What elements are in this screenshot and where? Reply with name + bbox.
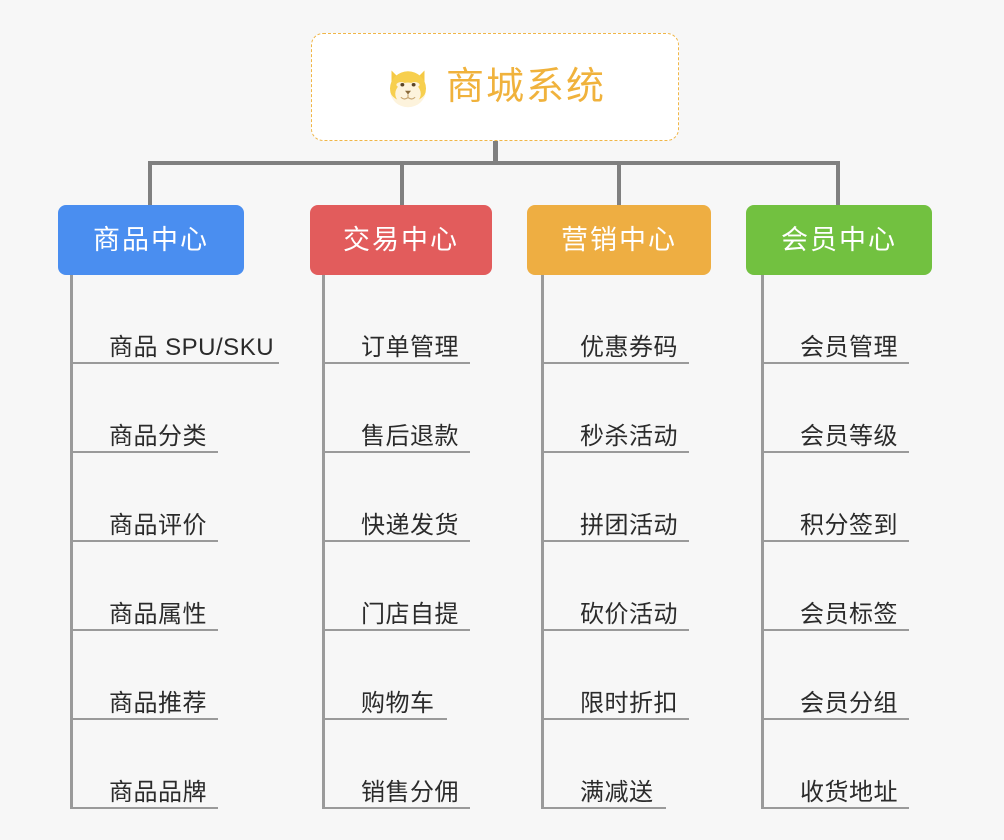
category-box-会员中心[interactable]: 会员中心 <box>746 205 932 275</box>
leaf-label: 快递发货 <box>361 511 459 539</box>
leaf-underline <box>73 629 218 631</box>
leaf-label: 拼团活动 <box>580 511 678 539</box>
leaf-item[interactable]: 会员标签 <box>764 542 971 631</box>
leaf-label: 商品分类 <box>109 422 207 450</box>
leaf-label: 商品推荐 <box>109 689 207 717</box>
leaf-item[interactable]: 满减送 <box>544 720 751 809</box>
leaf-label: 商品 SPU/SKU <box>109 333 275 361</box>
leaf-column-商品中心: 商品 SPU/SKU 商品分类 商品评价 商品属性 商品推荐 商品品牌 <box>70 275 300 809</box>
leaf-underline <box>544 629 689 631</box>
leaf-underline <box>325 362 470 364</box>
connector-horizontal-bus <box>150 161 840 165</box>
leaf-underline <box>325 718 447 720</box>
leaf-underline <box>764 362 909 364</box>
leaf-item[interactable]: 会员分组 <box>764 631 971 720</box>
leaf-underline <box>73 540 218 542</box>
leaf-label: 限时折扣 <box>580 689 678 717</box>
leaf-item[interactable]: 销售分佣 <box>325 720 532 809</box>
leaf-underline <box>73 718 218 720</box>
leaf-underline <box>764 807 909 809</box>
leaf-label: 优惠券码 <box>580 333 678 361</box>
leaf-label: 砍价活动 <box>580 600 678 628</box>
leaf-item[interactable]: 售后退款 <box>325 364 532 453</box>
category-label: 交易中心 <box>343 224 459 255</box>
category-box-交易中心[interactable]: 交易中心 <box>310 205 492 275</box>
category-box-商品中心[interactable]: 商品中心 <box>58 205 244 275</box>
category-label: 营销中心 <box>561 224 677 255</box>
leaf-underline <box>325 540 470 542</box>
leaf-label: 秒杀活动 <box>580 422 678 450</box>
leaf-underline <box>544 718 689 720</box>
leaf-item[interactable]: 快递发货 <box>325 453 532 542</box>
leaf-underline <box>73 807 218 809</box>
leaf-underline <box>544 362 689 364</box>
connector-drop-3 <box>617 161 621 205</box>
leaf-underline <box>544 540 689 542</box>
leaf-item[interactable]: 优惠券码 <box>544 275 751 364</box>
leaf-label: 积分签到 <box>800 511 898 539</box>
leaf-item[interactable]: 积分签到 <box>764 453 971 542</box>
leaf-item[interactable]: 订单管理 <box>325 275 532 364</box>
leaf-label: 售后退款 <box>361 422 459 450</box>
leaf-item[interactable]: 拼团活动 <box>544 453 751 542</box>
leaf-underline <box>764 718 909 720</box>
leaf-item[interactable]: 商品属性 <box>73 542 300 631</box>
leaf-column-营销中心: 优惠券码 秒杀活动 拼团活动 砍价活动 限时折扣 满减送 <box>541 275 751 809</box>
leaf-label: 商品属性 <box>109 600 207 628</box>
leaf-column-交易中心: 订单管理 售后退款 快递发货 门店自提 购物车 销售分佣 <box>322 275 532 809</box>
leaf-item[interactable]: 商品评价 <box>73 453 300 542</box>
leaf-item[interactable]: 秒杀活动 <box>544 364 751 453</box>
connector-drop-2 <box>400 161 404 205</box>
leaf-item[interactable]: 商品 SPU/SKU <box>73 275 300 364</box>
leaf-label: 门店自提 <box>361 600 459 628</box>
category-label: 商品中心 <box>93 224 209 255</box>
leaf-item[interactable]: 砍价活动 <box>544 542 751 631</box>
leaf-label: 满减送 <box>580 778 654 806</box>
leaf-underline <box>325 629 470 631</box>
leaf-item[interactable]: 会员管理 <box>764 275 971 364</box>
category-box-营销中心[interactable]: 营销中心 <box>527 205 711 275</box>
leaf-underline <box>325 807 470 809</box>
shiba-dog-icon <box>389 70 426 108</box>
leaf-label: 会员标签 <box>800 600 898 628</box>
leaf-label: 会员管理 <box>800 333 898 361</box>
root-node[interactable]: 商城系统 <box>311 33 679 141</box>
connector-drop-4 <box>836 161 840 205</box>
leaf-item[interactable]: 商品推荐 <box>73 631 300 720</box>
leaf-item[interactable]: 限时折扣 <box>544 631 751 720</box>
leaf-label: 收货地址 <box>800 778 898 806</box>
leaf-label: 会员分组 <box>800 689 898 717</box>
leaf-underline <box>544 451 689 453</box>
leaf-label: 会员等级 <box>800 422 898 450</box>
leaf-item[interactable]: 商品品牌 <box>73 720 300 809</box>
leaf-underline <box>764 540 909 542</box>
leaf-item[interactable]: 门店自提 <box>325 542 532 631</box>
leaf-column-会员中心: 会员管理 会员等级 积分签到 会员标签 会员分组 收货地址 <box>761 275 971 809</box>
category-label: 会员中心 <box>781 224 897 255</box>
leaf-underline <box>764 451 909 453</box>
leaf-underline <box>73 362 279 364</box>
connector-root-stem <box>493 141 498 165</box>
leaf-item[interactable]: 收货地址 <box>764 720 971 809</box>
leaf-underline <box>325 451 470 453</box>
leaf-label: 销售分佣 <box>361 778 459 806</box>
leaf-underline <box>764 629 909 631</box>
root-title: 商城系统 <box>445 66 606 108</box>
leaf-underline <box>73 451 218 453</box>
leaf-label: 订单管理 <box>361 333 459 361</box>
leaf-underline <box>544 807 666 809</box>
leaf-item[interactable]: 会员等级 <box>764 364 971 453</box>
leaf-item[interactable]: 购物车 <box>325 631 532 720</box>
leaf-item[interactable]: 商品分类 <box>73 364 300 453</box>
leaf-label: 商品评价 <box>109 511 207 539</box>
leaf-label: 商品品牌 <box>109 778 207 806</box>
leaf-label: 购物车 <box>361 689 435 717</box>
connector-drop-1 <box>148 161 152 205</box>
